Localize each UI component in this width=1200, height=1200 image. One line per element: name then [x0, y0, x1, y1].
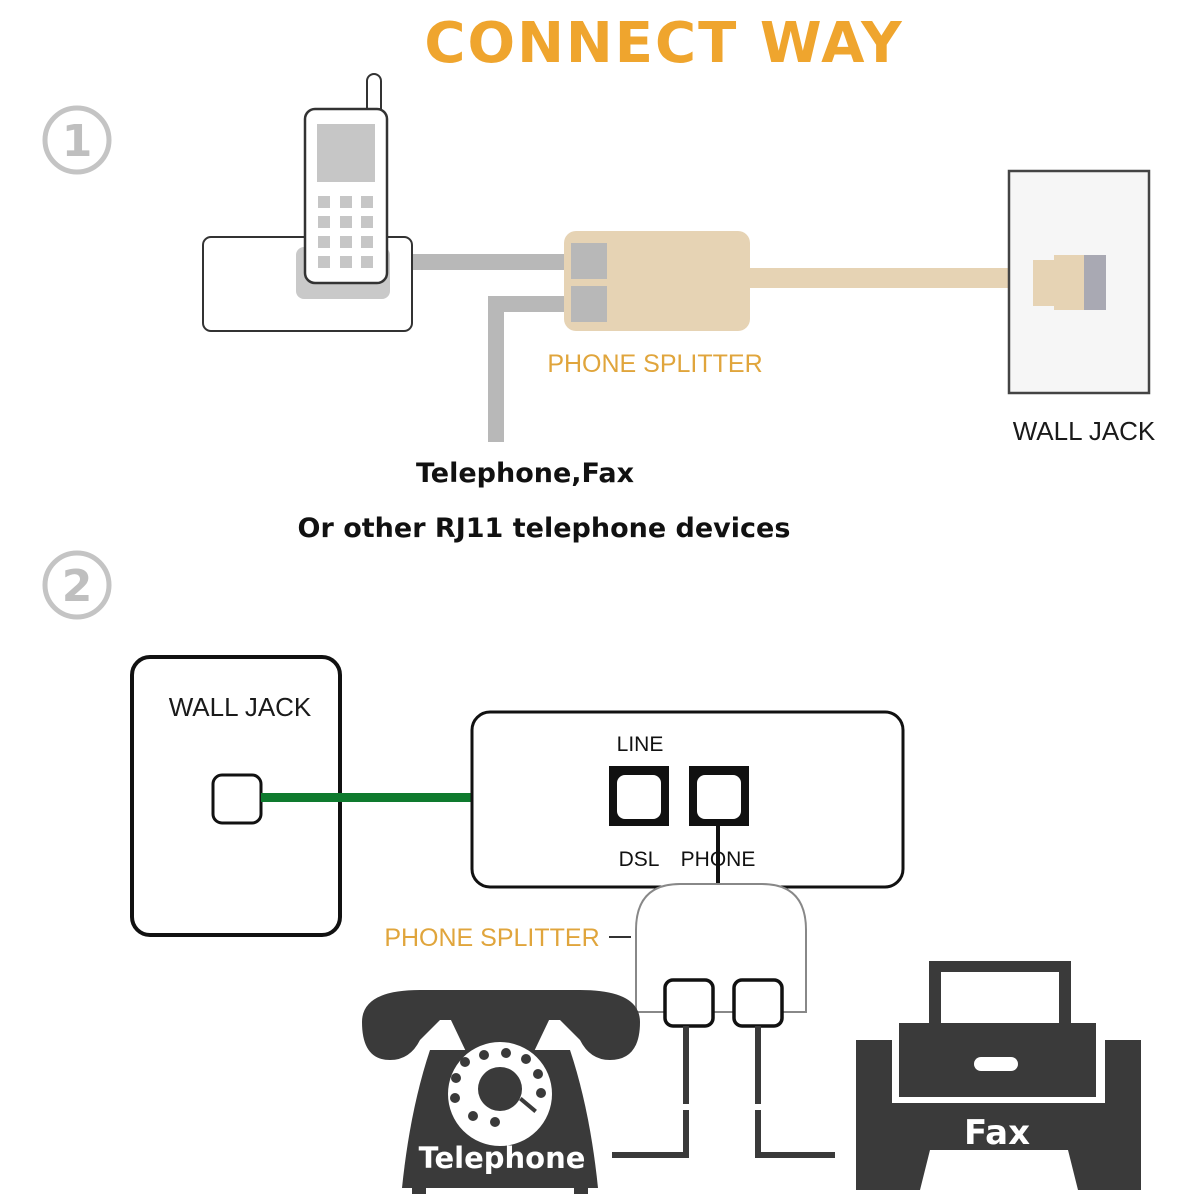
fax-label: Fax — [964, 1113, 1030, 1153]
wall-jack-label-2: WALL JACK — [169, 692, 312, 722]
devices-line-2: Or other RJ11 telephone devices — [298, 513, 791, 544]
port-dsl-label: DSL — [619, 848, 660, 871]
phone-port-cable — [716, 826, 720, 884]
gray-cable-base-to-splitter — [412, 254, 582, 270]
modem-icon — [470, 710, 905, 889]
step-2-badge: 2 — [42, 550, 112, 620]
fax-machine-icon — [856, 961, 1141, 1190]
cable-to-fax — [755, 1026, 835, 1158]
step-1-badge: 1 — [42, 105, 112, 175]
gray-cable-splitter-to-devices — [488, 296, 584, 442]
step-1-number: 1 — [62, 116, 93, 167]
page-title: CONNECT WAY — [424, 11, 903, 76]
wall-jack-icon — [1007, 169, 1151, 395]
green-cable — [261, 793, 613, 802]
rotary-telephone-icon — [362, 990, 640, 1194]
splitter-pointer-line — [609, 936, 631, 938]
telephone-label: Telephone — [419, 1141, 586, 1175]
step-2-number: 2 — [62, 561, 93, 612]
splitter-label: PHONE SPLITTER — [547, 350, 762, 378]
wall-jack-icon — [130, 655, 342, 937]
wall-jack-label: WALL JACK — [1013, 416, 1156, 446]
splitter-icon — [564, 231, 1026, 331]
cable-to-telephone — [612, 1026, 689, 1158]
port-line-label: LINE — [617, 733, 664, 756]
cordless-phone-icon — [303, 73, 389, 285]
devices-line-1: Telephone,Fax — [416, 458, 634, 489]
splitter-icon — [635, 883, 807, 1028]
splitter-label-2: PHONE SPLITTER — [384, 924, 599, 952]
